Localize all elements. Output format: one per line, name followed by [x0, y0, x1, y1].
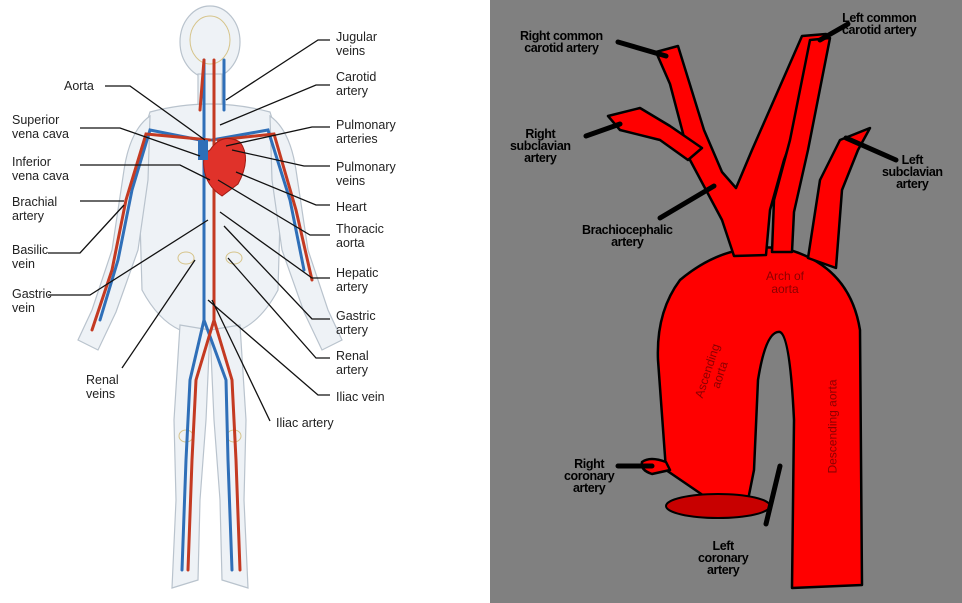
label-iliac-vein: Iliac vein: [336, 390, 385, 404]
leader-right-common-carotid: [618, 42, 666, 56]
aortic-arch-illustration: [490, 0, 962, 603]
label-brachial-artery: Brachial artery: [12, 195, 57, 223]
body-silhouette: [78, 6, 342, 588]
label-basilic-vein: Basilic vein: [12, 243, 48, 271]
label-inferior-vena-cava: Inferior vena cava: [12, 155, 69, 183]
label-left-coronary: Left coronary artery: [698, 540, 748, 576]
label-right-subclavian: Right subclavian artery: [510, 128, 571, 164]
label-heart: Heart: [336, 200, 367, 214]
label-right-coronary: Right coronary artery: [564, 458, 614, 494]
label-brachiocephalic: Brachiocephalic artery: [582, 224, 673, 248]
circulatory-system-panel: Aorta Superior vena cava Inferior vena c…: [0, 0, 470, 603]
label-hepatic-artery: Hepatic artery: [336, 266, 378, 294]
label-right-common-carotid: Right common carotid artery: [520, 30, 603, 54]
label-renal-veins: Renal veins: [86, 373, 119, 401]
label-jugular-veins: Jugular veins: [336, 30, 377, 58]
label-iliac-artery: Iliac artery: [276, 416, 334, 430]
aortic-arch-panel: Right common carotid artery Left common …: [490, 0, 962, 603]
label-left-common-carotid: Left common carotid artery: [842, 12, 916, 36]
pulmonary-vessel-shape: [198, 140, 208, 160]
aortic-valve-opening: [666, 494, 770, 518]
leader-jugular-veins: [226, 40, 330, 100]
leader-brachiocephalic: [660, 186, 714, 218]
label-gastric-vein: Gastric vein: [12, 287, 52, 315]
label-renal-artery: Renal artery: [336, 349, 369, 377]
leader-right-subclavian: [586, 124, 620, 136]
label-superior-vena-cava: Superior vena cava: [12, 113, 69, 141]
label-gastric-artery: Gastric artery: [336, 309, 376, 337]
label-thoracic-aorta: Thoracic aorta: [336, 222, 384, 250]
label-aorta: Aorta: [64, 79, 94, 93]
leader-left-coronary: [766, 466, 780, 524]
label-carotid-artery: Carotid artery: [336, 70, 376, 98]
label-pulmonary-arteries: Pulmonary arteries: [336, 118, 396, 146]
label-pulmonary-veins: Pulmonary veins: [336, 160, 396, 188]
label-descending-aorta: Descending aorta: [827, 379, 840, 473]
label-left-subclavian: Left subclavian artery: [882, 154, 943, 190]
label-arch-of-aorta: Arch of aorta: [766, 270, 804, 296]
